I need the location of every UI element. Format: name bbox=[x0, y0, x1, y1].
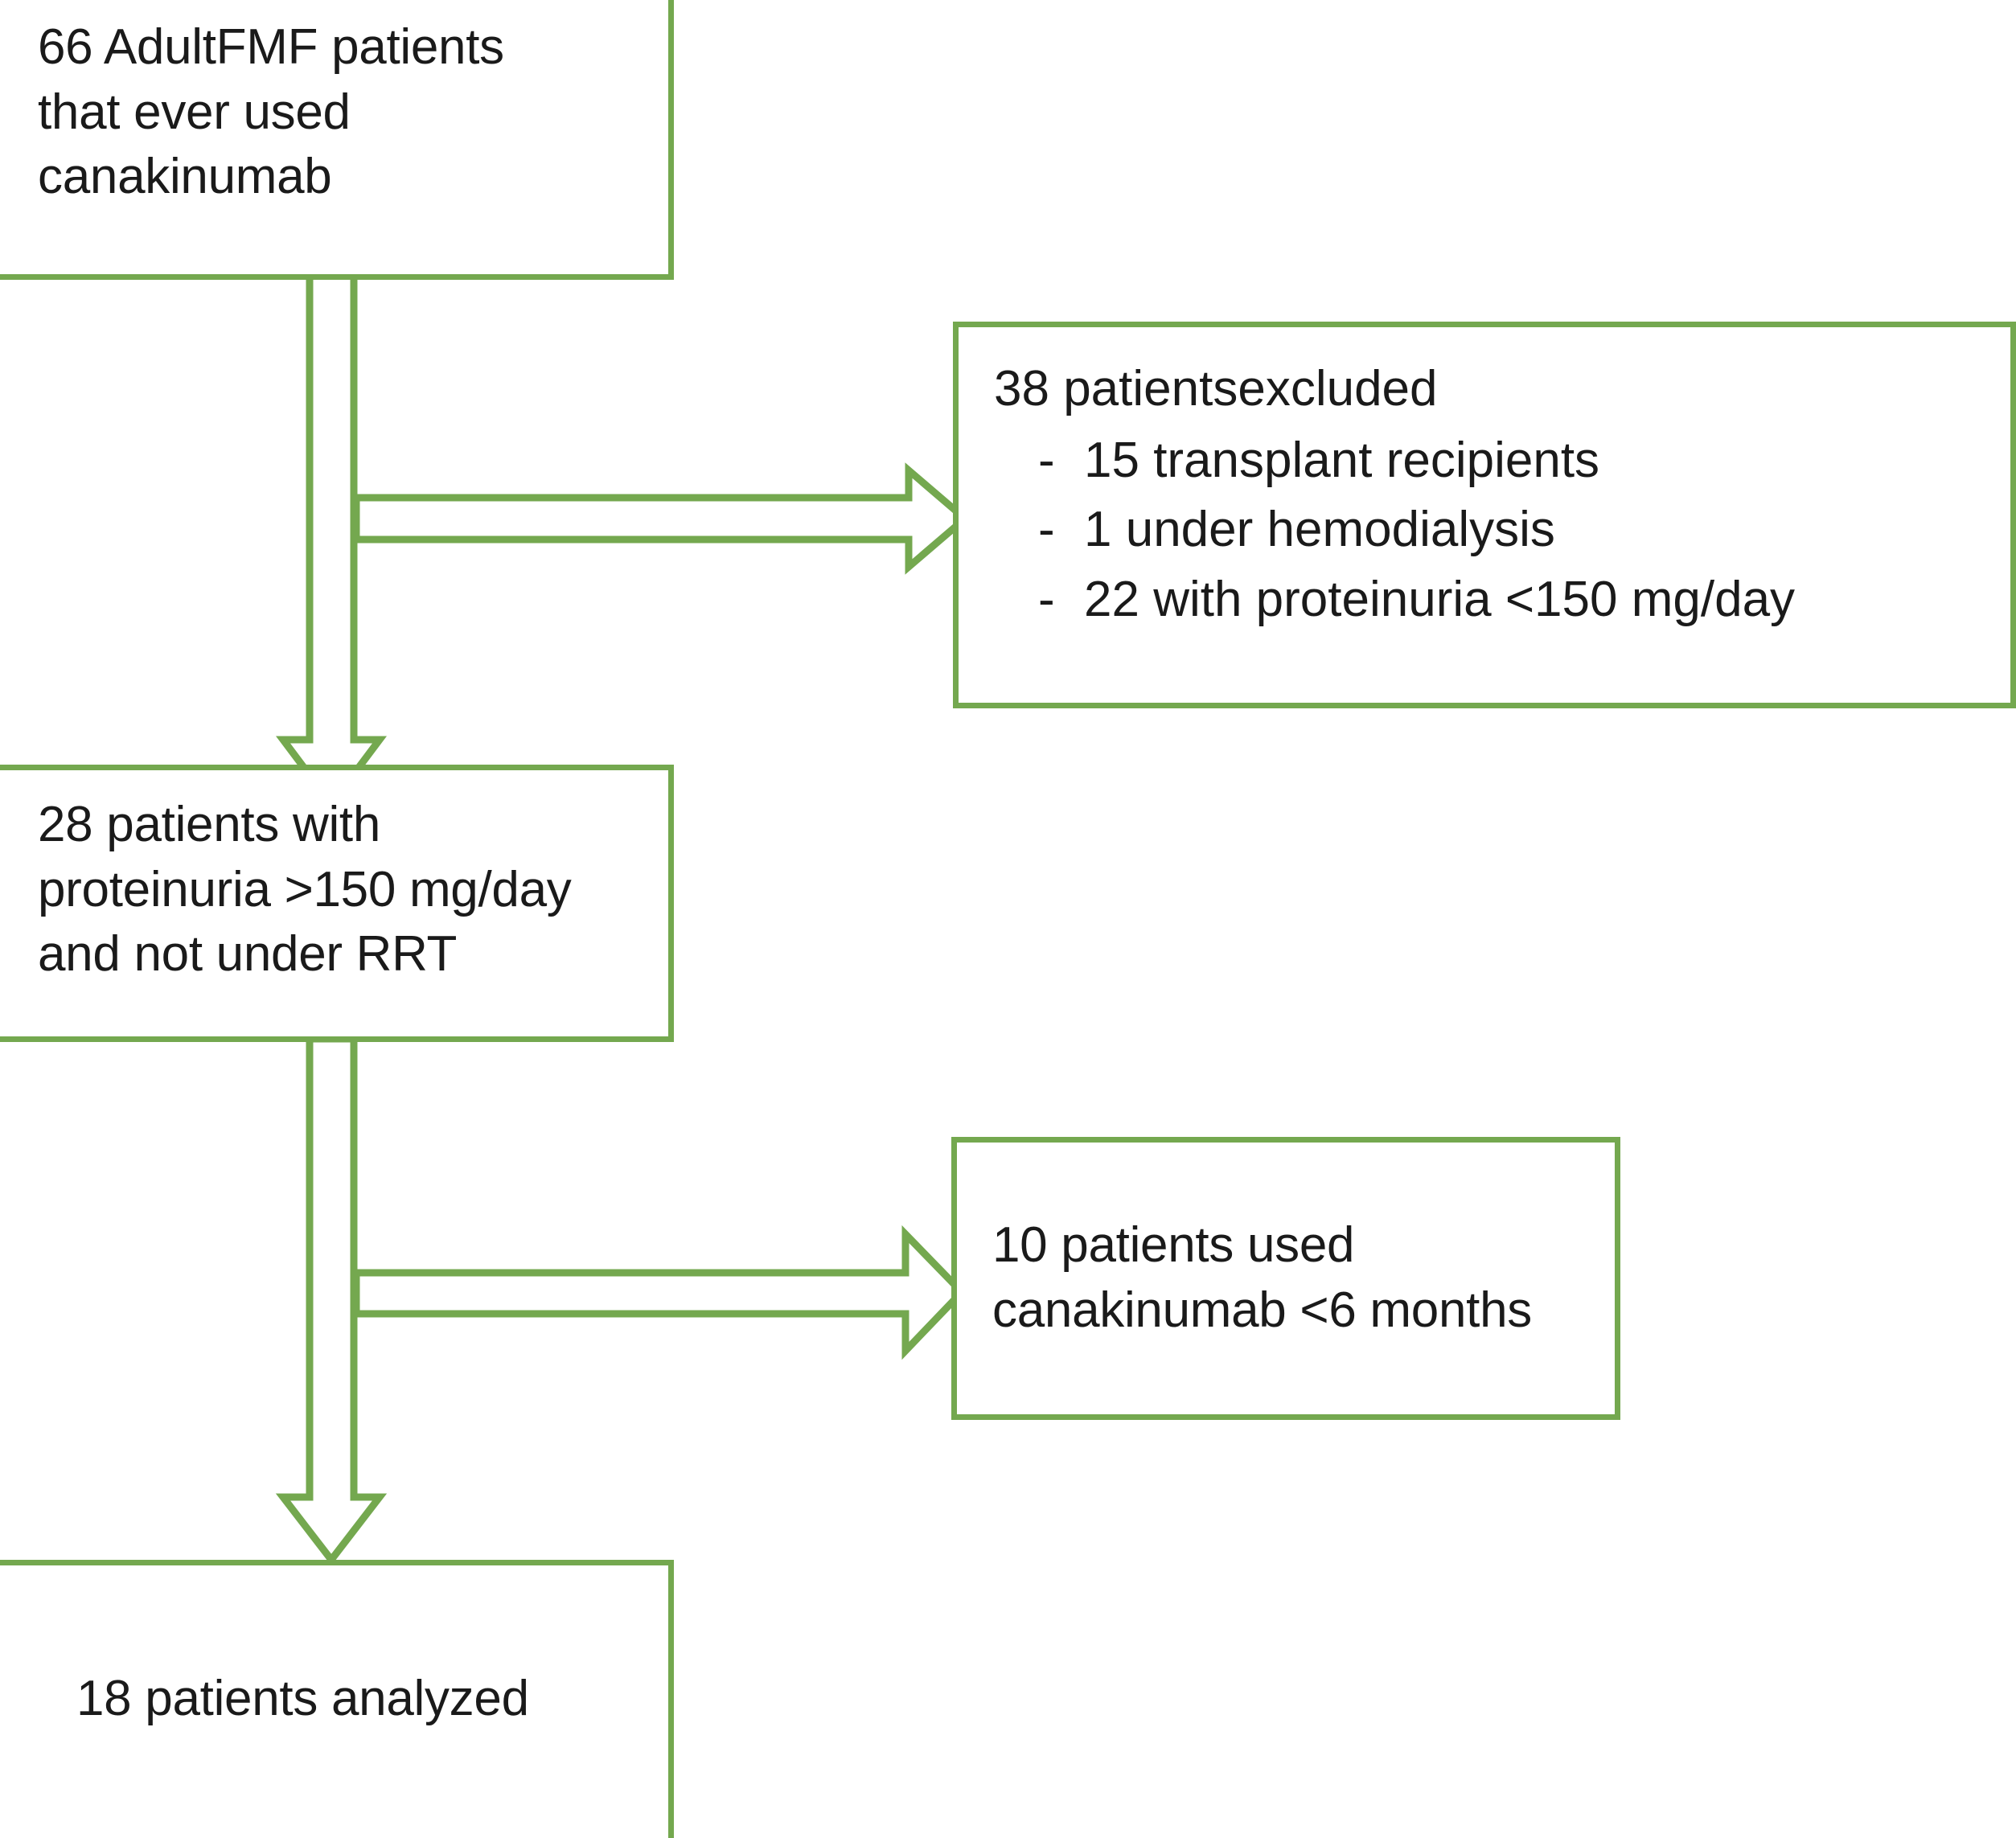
excluded-reason-item: - 1 under hemodialysis bbox=[994, 498, 2010, 563]
node-analyzed-label: 18 patients analyzed bbox=[76, 1670, 529, 1726]
node-analyzed-cohort: 18 patients analyzed bbox=[0, 1560, 674, 1838]
excluded-reason-text: 22 with proteinuria <150 mg/day bbox=[1084, 571, 1796, 627]
bullet-dash-icon: - bbox=[1038, 432, 1055, 488]
node-short-use-label: 10 patients used canakinumab <6 months bbox=[992, 1217, 1532, 1338]
excluded-reason-text: 15 transplant recipients bbox=[1084, 432, 1600, 488]
node-excluded: 38 patientsexcluded - 15 transplant reci… bbox=[953, 322, 2016, 708]
bullet-dash-icon: - bbox=[1038, 502, 1055, 558]
excluded-reason-list: - 15 transplant recipients - 1 under hem… bbox=[994, 429, 2010, 638]
arrow-source-to-excluded bbox=[352, 462, 971, 575]
excluded-reason-item: - 15 transplant recipients bbox=[994, 429, 2010, 494]
node-source-label: 66 AdultFMF patients that ever used cana… bbox=[38, 19, 504, 205]
excluded-reason-text: 1 under hemodialysis bbox=[1084, 502, 1555, 558]
arrow-eligible-to-analyzed bbox=[275, 1035, 388, 1566]
node-excluded-heading: 38 patientsexcluded bbox=[994, 361, 1438, 416]
node-source-population: 66 AdultFMF patients that ever used cana… bbox=[0, 0, 674, 280]
node-short-use-excluded: 10 patients used canakinumab <6 months bbox=[951, 1137, 1620, 1420]
arrow-eligible-to-shortuse bbox=[352, 1225, 967, 1360]
arrow-source-to-eligible bbox=[276, 269, 387, 810]
excluded-reason-item: - 22 with proteinuria <150 mg/day bbox=[994, 568, 2010, 633]
node-eligible-cohort: 28 patients with proteinuria >150 mg/day… bbox=[0, 765, 674, 1042]
bullet-dash-icon: - bbox=[1038, 571, 1055, 627]
node-eligible-label: 28 patients with proteinuria >150 mg/day… bbox=[38, 797, 572, 983]
